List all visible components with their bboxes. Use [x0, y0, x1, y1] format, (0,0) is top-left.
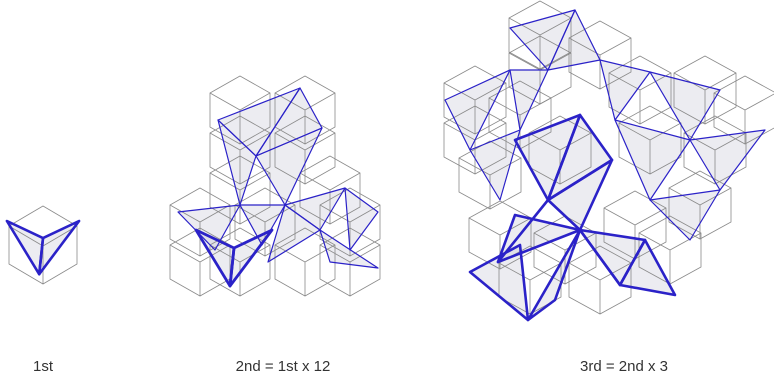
fold-face: [650, 190, 720, 240]
caption-third-generation: 3rd = 2nd x 3: [580, 358, 668, 375]
fold-face: [615, 120, 690, 200]
fold-face: [510, 70, 548, 130]
fold-face: [650, 72, 720, 140]
caption-first-generation: 1st: [33, 358, 53, 375]
caption-second-generation: 2nd = 1st x 12: [236, 358, 331, 375]
